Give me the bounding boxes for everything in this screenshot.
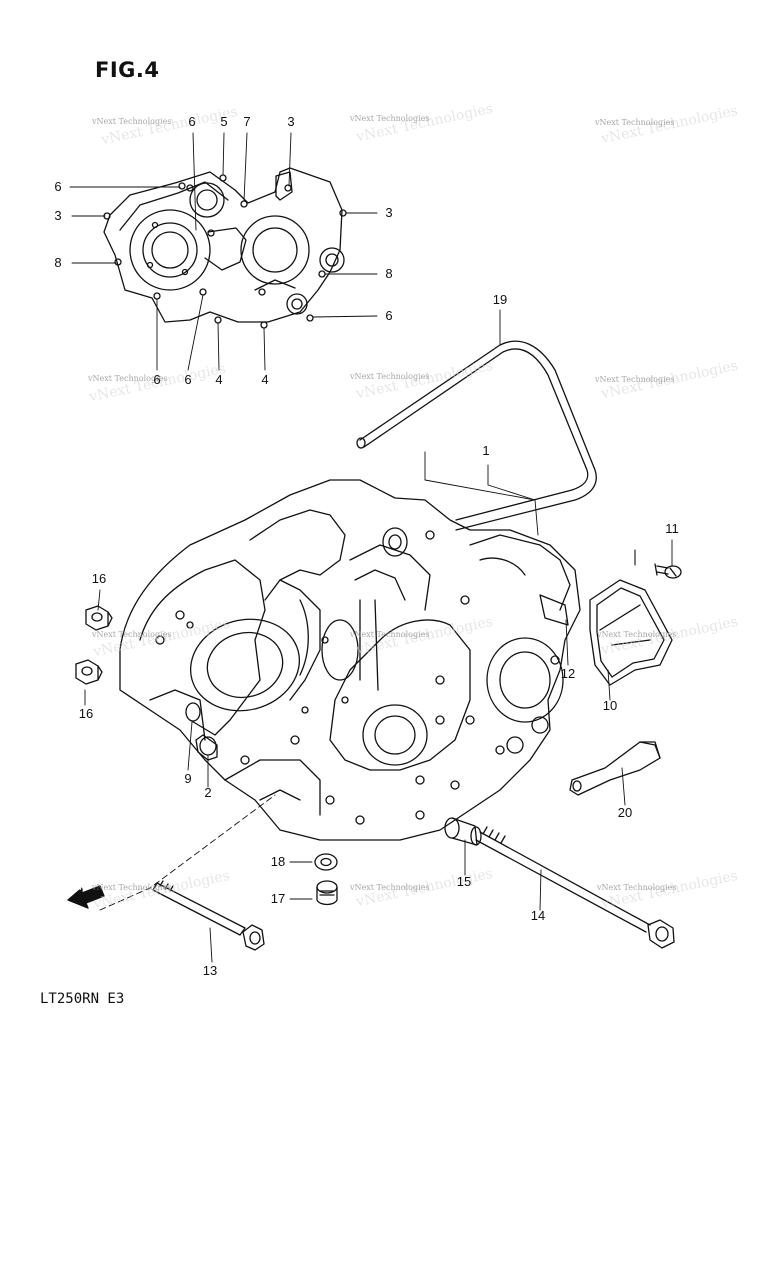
bolt-14 <box>476 827 674 948</box>
spacer-15 <box>445 818 481 845</box>
nut-16-upper <box>86 606 112 630</box>
callout-18: 18 <box>270 854 286 869</box>
drain-plug-17 <box>317 881 337 905</box>
watermark: vNext Technologies <box>597 883 677 892</box>
callout-6: 6 <box>184 372 192 387</box>
watermark: vNext Technologies <box>597 630 677 639</box>
leader-1-bracket <box>425 452 538 535</box>
main-leader-lines <box>85 540 672 962</box>
callout-3: 3 <box>287 114 295 129</box>
stud-bolt-13 <box>153 881 264 950</box>
callout-10: 10 <box>602 698 618 713</box>
watermark: vNext Technologies <box>350 114 430 123</box>
callout-9: 9 <box>184 771 192 786</box>
callout-4: 4 <box>215 372 223 387</box>
watermark: vNext Technologies <box>92 883 172 892</box>
callout-4: 4 <box>261 372 269 387</box>
bracket-20 <box>570 742 660 795</box>
callout-17: 17 <box>270 891 286 906</box>
figure-title: FIG.4 <box>95 58 160 82</box>
crankcase-assembly <box>120 480 580 840</box>
callout-16: 16 <box>91 571 107 586</box>
breather-hose <box>357 341 596 530</box>
watermark: vNext Technologies <box>92 630 172 639</box>
callout-6: 6 <box>385 308 393 323</box>
watermark: vNext Technologies <box>350 883 430 892</box>
callout-6: 6 <box>54 179 62 194</box>
watermark: vNext Technologies <box>350 630 430 639</box>
callout-19: 19 <box>492 292 508 307</box>
callout-7: 7 <box>243 114 251 129</box>
callout-3: 3 <box>54 208 62 223</box>
callout-5: 5 <box>220 114 228 129</box>
callout-20: 20 <box>617 805 633 820</box>
callout-14: 14 <box>530 908 546 923</box>
callout-3: 3 <box>385 205 393 220</box>
side-cover <box>590 580 672 685</box>
callout-6: 6 <box>153 372 161 387</box>
inset-leader-lines <box>70 133 377 370</box>
callout-8: 8 <box>54 255 62 270</box>
callout-2: 2 <box>204 785 212 800</box>
screw-11 <box>655 564 681 578</box>
callout-6: 6 <box>188 114 196 129</box>
washer-18 <box>315 854 337 870</box>
callout-13: 13 <box>202 963 218 978</box>
inset-crankcase-face <box>104 168 346 328</box>
watermark: vNext Technologies <box>350 372 430 381</box>
callout-15: 15 <box>456 874 472 889</box>
watermark: vNext Technologies <box>595 375 675 384</box>
callout-1: 1 <box>482 443 490 458</box>
callout-8: 8 <box>385 266 393 281</box>
model-code: LT250RN E3 <box>40 991 125 1007</box>
fwd-arrow <box>68 886 104 908</box>
callout-11: 11 <box>665 521 679 536</box>
watermark: vNext Technologies <box>595 118 675 127</box>
nut-16-lower <box>76 660 102 684</box>
callout-12: 12 <box>560 666 576 681</box>
watermark: vNext Technologies <box>92 117 172 126</box>
watermark: vNext Technologies <box>88 374 168 383</box>
callout-16: 16 <box>78 706 94 721</box>
